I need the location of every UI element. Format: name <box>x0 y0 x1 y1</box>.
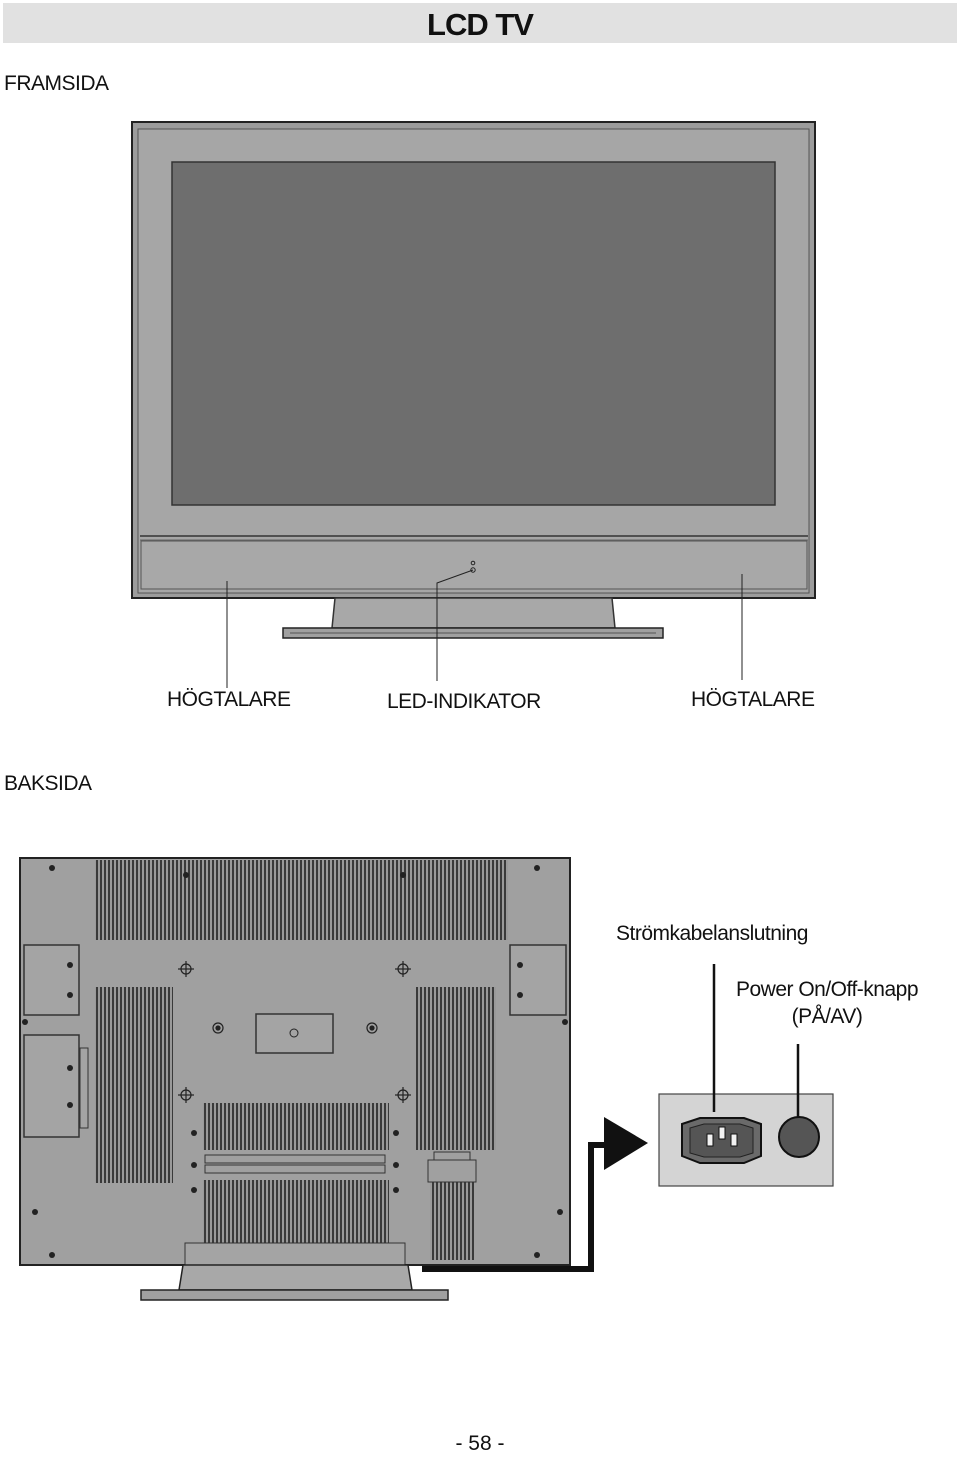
vent-left <box>95 987 173 1183</box>
connector-arrow-line <box>422 1142 604 1272</box>
tv-screen <box>171 161 776 506</box>
screws <box>178 961 411 1103</box>
led-indicator-dot <box>470 567 476 573</box>
label-power-cable: Strömkabelanslutning <box>616 922 808 945</box>
vent-top <box>95 860 508 940</box>
title-bar: LCD TV <box>3 3 957 43</box>
page-number: - 58 - <box>455 1432 505 1455</box>
led-dot-top <box>470 560 476 566</box>
connector-arrow-head <box>604 1117 648 1170</box>
power-button <box>778 1116 820 1158</box>
front-section-heading: FRAMSIDA <box>4 72 109 95</box>
label-speaker-right: HÖGTALARE <box>691 688 815 711</box>
vesa-plate <box>255 1013 334 1054</box>
page-title: LCD TV <box>427 7 534 42</box>
bracket-left-bottom <box>23 1034 80 1138</box>
back-section-heading: BAKSIDA <box>4 772 92 795</box>
stand-back-base <box>140 1289 449 1301</box>
leader-led <box>436 569 474 681</box>
vent-bottom-right <box>430 1180 474 1260</box>
label-led-indicator: LED-INDIKATOR <box>387 690 541 713</box>
label-power-button-line1: Power On/Off-knapp <box>735 978 919 1001</box>
bracket-left-top <box>23 944 80 1016</box>
vent-right <box>416 987 496 1150</box>
stand-back <box>178 1264 413 1291</box>
tv-front-illustration <box>131 121 816 688</box>
label-speaker-left: HÖGTALARE <box>167 688 291 711</box>
bracket-right <box>509 944 567 1016</box>
label-power-button-line2: (PÅ/AV) <box>791 1005 863 1028</box>
vent-middle <box>203 1103 389 1150</box>
small-screws <box>22 865 568 1258</box>
